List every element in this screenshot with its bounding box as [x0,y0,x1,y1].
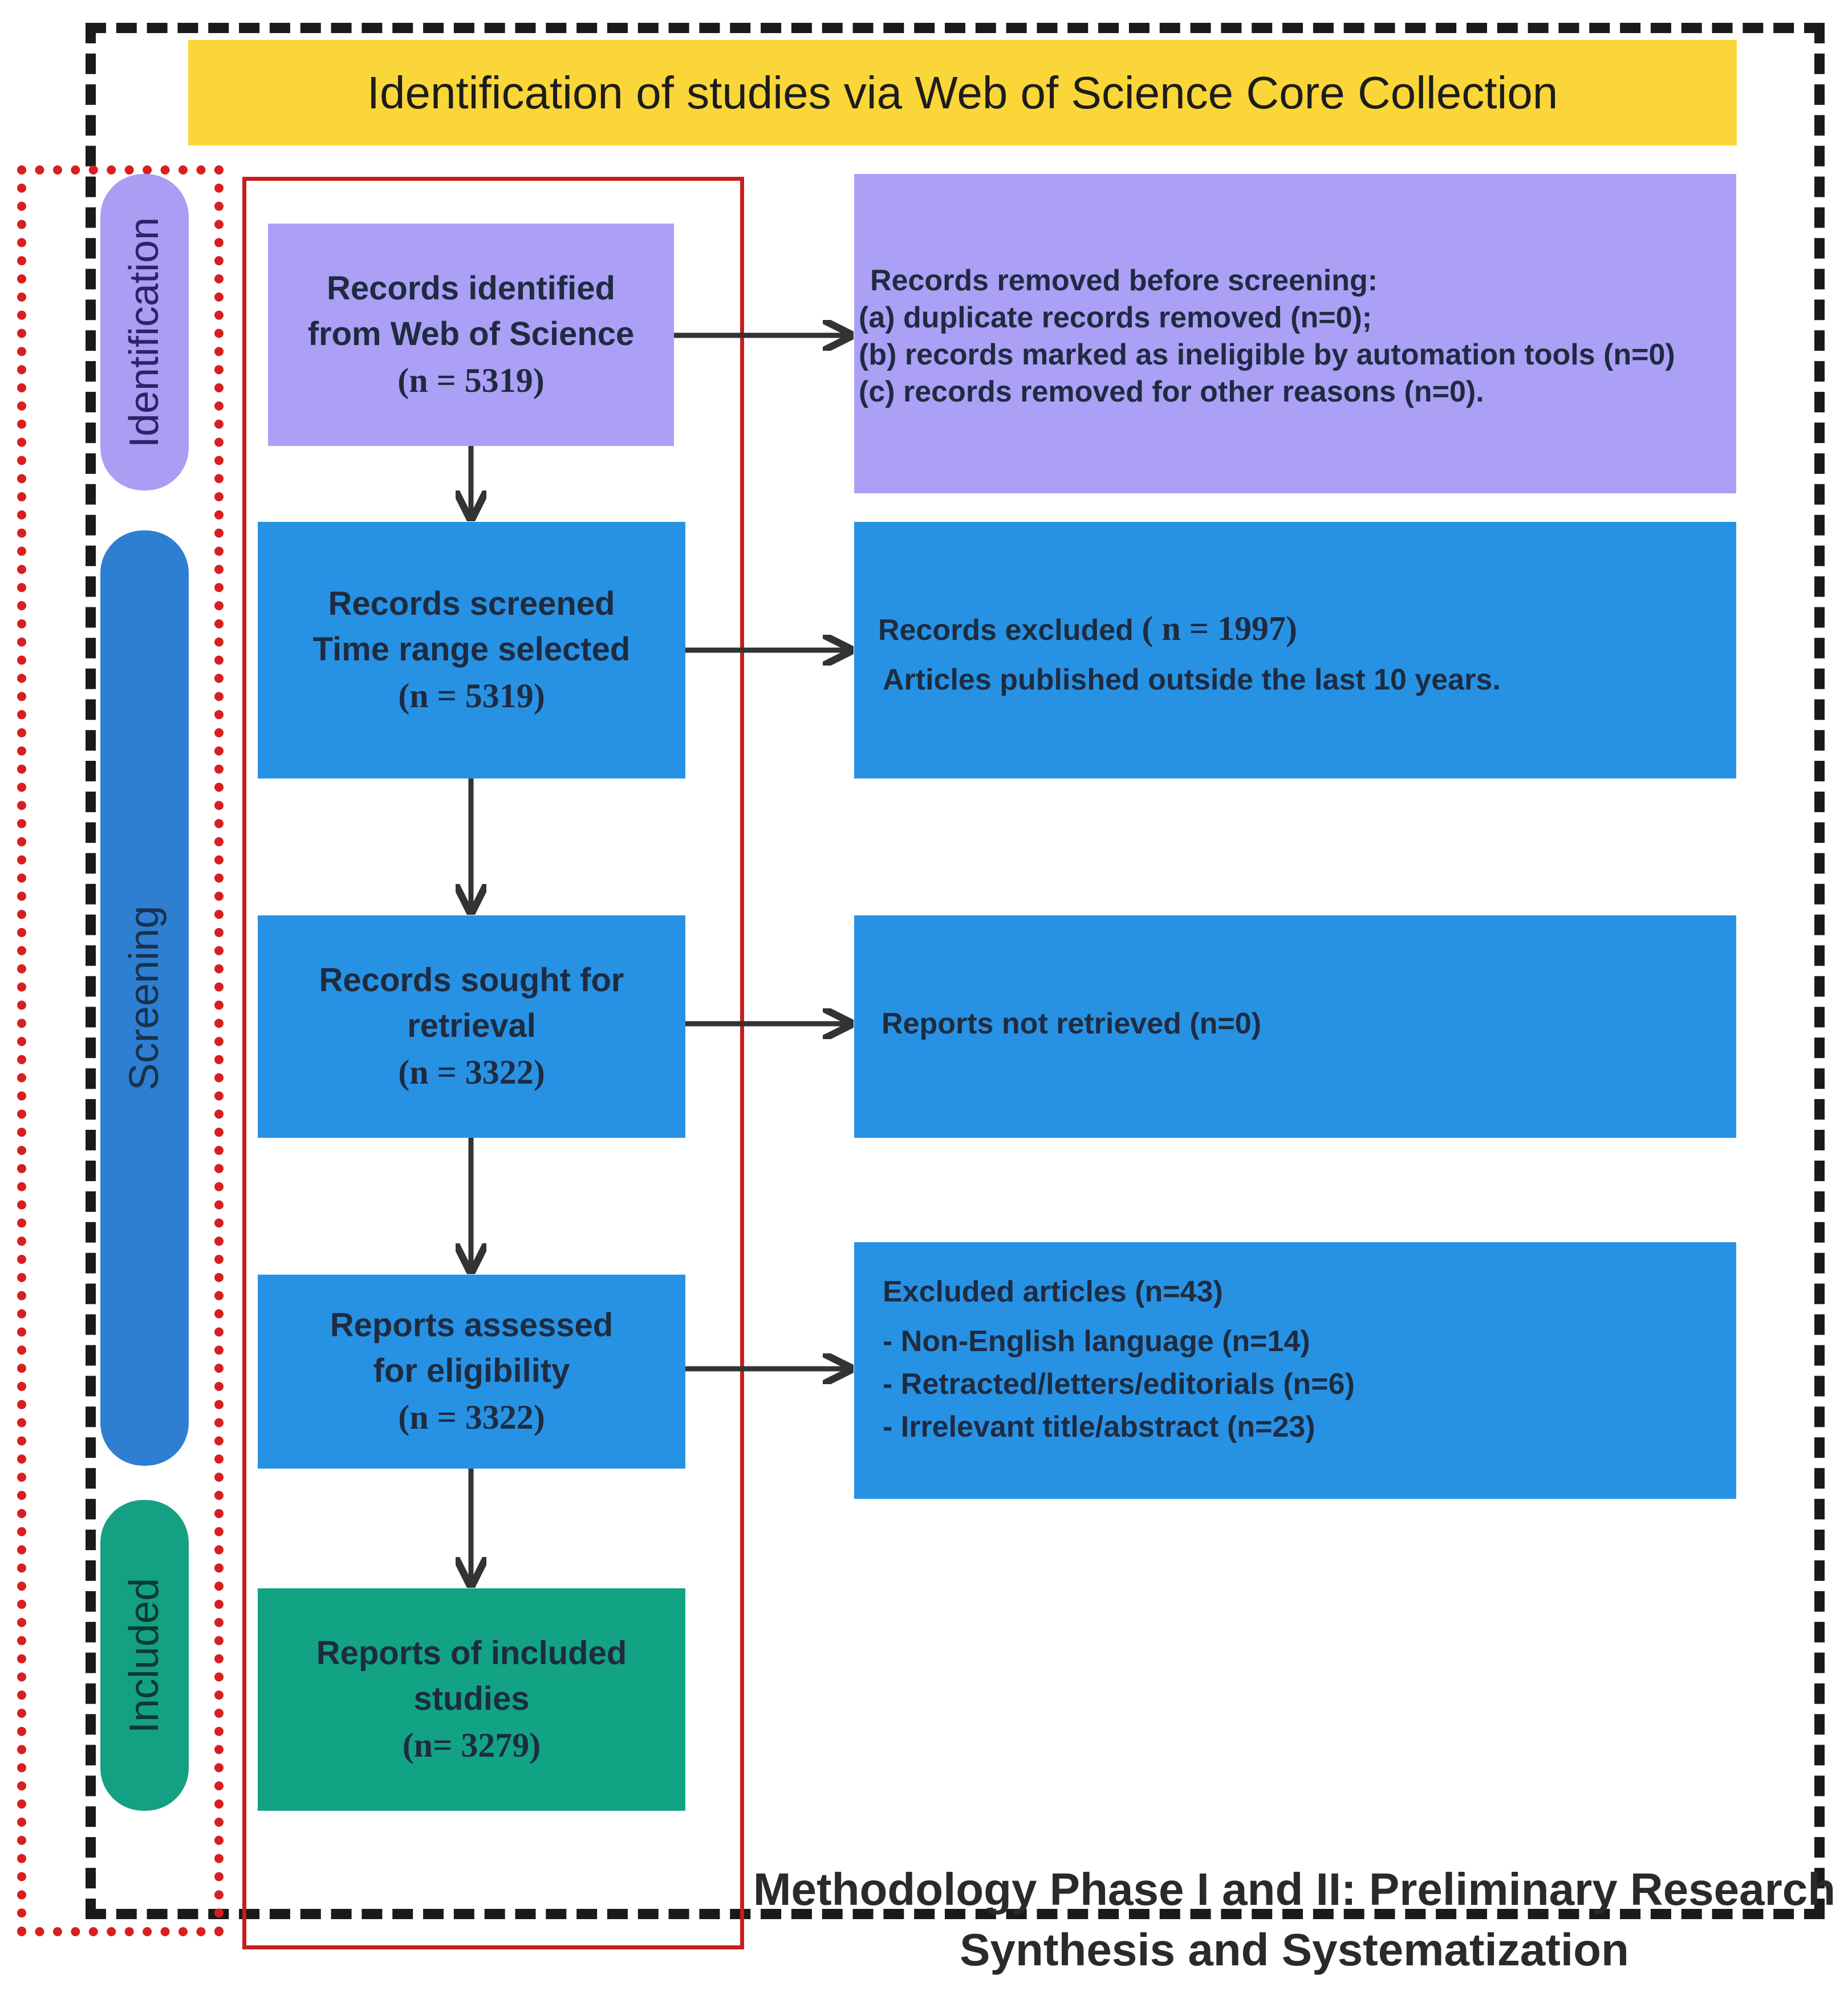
records-screened-line1: Records screened [328,585,615,622]
excluded-articles-item: - Retracted/letters/editorials (n=6) [883,1368,1355,1401]
records-identified-count: (n = 5319) [397,361,545,399]
excluded-articles-item: - Irrelevant title/abstract (n=23) [883,1410,1315,1443]
stage-identification-pill: Identification [100,174,189,490]
records-removed-item: (c) records removed for other reasons (n… [859,375,1484,408]
stage-screening-pill: Screening [100,530,189,1466]
excluded-articles-heading: Excluded articles (n=43) [883,1275,1223,1308]
footer-caption-line1: Methodology Phase I and II: Preliminary … [753,1864,1836,1915]
records-removed-heading: Records removed before screening: [870,264,1378,297]
records-identified-line2: from Web of Science [307,315,635,352]
reports-included-count: (n= 3279) [402,1726,541,1764]
flow-red-frame [242,177,744,1949]
records-sought-line2: retrieval [407,1007,536,1044]
reports-included-line2: studies [413,1680,530,1717]
header-title: Identification of studies via Web of Sci… [367,67,1558,118]
records-excluded-box: Records excluded ( n = 1997) Articles pu… [854,522,1736,778]
stage-dotted-frame [17,165,224,1936]
records-screened-count: (n = 5319) [398,676,545,715]
records-identified-box: Records identified from Web of Science (… [268,224,674,446]
records-screened-box: Records screened Time range selected (n … [258,522,685,778]
reports-included-box: Reports of included studies (n= 3279) [258,1588,685,1811]
excluded-articles-box: Excluded articles (n=43) - Non-English l… [854,1242,1736,1499]
records-screened-line2: Time range selected [312,630,631,668]
records-removed-box: Records removed before screening: (a) du… [854,174,1736,493]
records-sought-line1: Records sought for [319,961,624,999]
records-sought-box: Records sought for retrieval (n = 3322) [258,915,685,1138]
reports-assessed-count: (n = 3322) [398,1398,545,1436]
outer-dashed-frame [86,23,1825,1919]
reports-not-retrieved-box: Reports not retrieved (n=0) [854,915,1736,1138]
excluded-articles-item: - Non-English language (n=14) [883,1325,1310,1358]
records-excluded-label: Records excluded [878,614,1134,647]
records-excluded-detail: Articles published outside the last 10 y… [883,663,1501,696]
reports-assessed-line1: Reports assessed [330,1306,614,1344]
records-removed-item: (a) duplicate records removed (n=0); [859,301,1372,334]
records-excluded-count: ( n = 1997) [1142,610,1297,647]
reports-assessed-line2: for eligibility [373,1352,570,1389]
reports-included-line1: Reports of included [316,1634,627,1672]
footer-caption: Methodology Phase I and II: Preliminary … [753,1859,1836,1985]
reports-assessed-box: Reports assessed for eligibility (n = 33… [258,1275,685,1469]
stage-included-pill: Included [100,1500,189,1811]
records-removed-item: (b) records marked as ineligible by auto… [859,338,1675,371]
records-identified-line1: Records identified [327,269,615,307]
reports-not-retrieved-text: Reports not retrieved (n=0) [882,1007,1262,1040]
header-banner: Identification of studies via Web of Sci… [188,40,1737,145]
footer-caption-line2: Synthesis and Systematization [960,1924,1629,1975]
records-sought-count: (n = 3322) [398,1053,545,1091]
